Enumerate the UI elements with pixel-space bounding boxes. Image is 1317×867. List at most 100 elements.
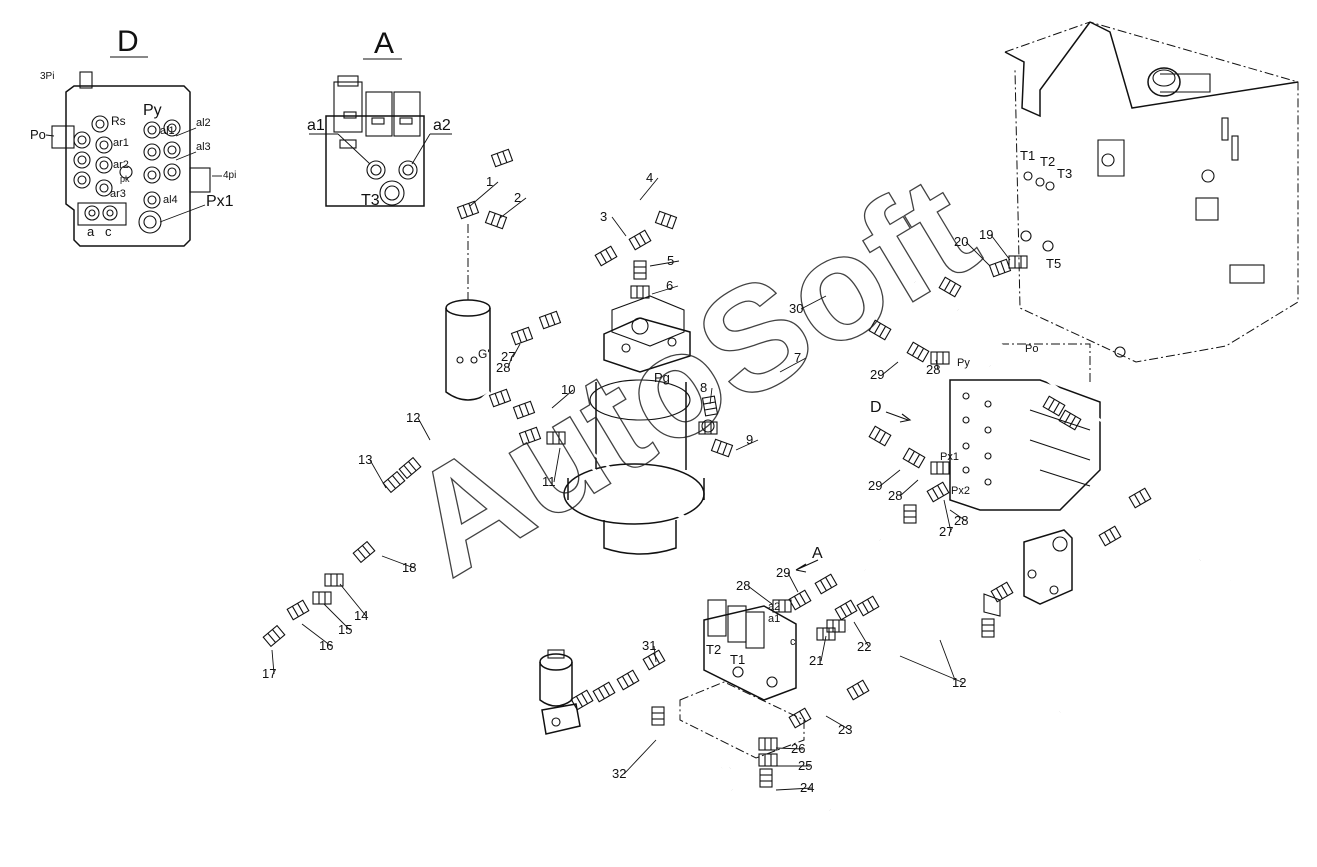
hex-fitting — [594, 245, 618, 267]
pipe-bore — [828, 579, 1232, 836]
callout: 28 — [888, 479, 919, 503]
hex-fitting — [926, 481, 950, 503]
rotary-port-g: G' — [478, 347, 490, 361]
callout-number: 28 — [496, 360, 510, 375]
callout: 28 — [736, 578, 773, 605]
pipe-bore — [643, 199, 917, 283]
pipes — [359, 104, 1232, 836]
callout: 32 — [612, 739, 657, 781]
port-label-ar2: ar2 — [113, 159, 129, 171]
hex-fitting — [512, 400, 536, 420]
callout: 23 — [825, 715, 852, 737]
callout: 11 — [542, 447, 561, 489]
callouts: 1234567891011121314151617181920212223242… — [262, 170, 1011, 795]
callout-number: 7 — [794, 350, 801, 365]
hex-fitting — [546, 431, 566, 445]
detail-a-title: A — [374, 27, 394, 60]
callout-number: 17 — [262, 666, 276, 681]
manifold-port-a1: a1 — [768, 613, 780, 625]
manifold-port-t2: T2 — [706, 642, 721, 657]
callout-number: 24 — [800, 780, 814, 795]
hex-fitting — [906, 341, 930, 363]
tank-port-t2: T2 — [1040, 154, 1055, 169]
hex-fitting — [510, 326, 534, 346]
callout-number: 1 — [486, 174, 493, 189]
callout-number: 29 — [868, 478, 882, 493]
detail-d: D 3Pi Po Rs Py ar1 ar2 ar3 — [30, 25, 236, 247]
valve-port-px2: Px2 — [951, 485, 970, 497]
callout: 27 — [939, 499, 953, 539]
hex-fitting — [484, 210, 508, 230]
callout-number: 8 — [700, 380, 707, 395]
port-label-al4: al4 — [163, 194, 178, 206]
callout-number: 3 — [600, 209, 607, 224]
hex-fitting — [834, 599, 858, 621]
hex-fitting — [758, 737, 778, 751]
pipe-bore — [359, 436, 533, 554]
manifold-port-c: c — [790, 636, 796, 648]
hex-fitting — [630, 285, 650, 299]
callout: 28 — [926, 359, 940, 377]
hex-fitting — [902, 447, 926, 469]
callout-number: 13 — [358, 452, 372, 467]
hex-fitting — [1098, 525, 1122, 547]
callout: 20 — [954, 234, 991, 267]
hex-fitting — [868, 319, 892, 341]
callout: 2 — [499, 190, 527, 219]
pipe-bore — [495, 218, 633, 261]
manifold-view-a: A — [812, 545, 823, 562]
hex-fitting — [654, 210, 678, 230]
port-label-a: a — [87, 224, 95, 239]
callout: 19 — [979, 227, 1011, 261]
callout-number: 22 — [857, 639, 871, 654]
port-label-po: Po — [30, 127, 46, 142]
callout: 25 — [776, 758, 812, 773]
tank-port-t3: T3 — [1057, 166, 1072, 181]
hex-fitting — [758, 753, 778, 767]
hex-fitting — [633, 260, 647, 280]
pipe-bore — [393, 391, 491, 483]
hex-fitting — [398, 456, 422, 480]
hex-fitting — [642, 649, 666, 671]
callout: 29 — [776, 565, 799, 593]
port-label-py: Py — [143, 102, 162, 119]
pipe-outline — [957, 309, 1212, 561]
callout-number: 30 — [789, 301, 803, 316]
callout-number: 29 — [870, 367, 884, 382]
hex-fitting — [286, 599, 310, 621]
hydraulic-tank: T1 T2 T3 T5 — [1004, 21, 1299, 363]
hex-fitting — [490, 148, 514, 168]
pipe-bore — [840, 428, 868, 680]
callout-number: 26 — [791, 741, 805, 756]
hex-fitting — [628, 229, 652, 251]
pipe-outline — [829, 579, 1231, 835]
hex-fitting — [382, 470, 406, 494]
hex-fitting — [930, 351, 950, 365]
hex-fitting — [759, 768, 773, 788]
hex-fitting — [826, 619, 846, 633]
port-label-ar3: ar3 — [110, 188, 126, 200]
hex-fitting — [488, 388, 512, 408]
detail-a-port-a1: a1 — [307, 117, 325, 134]
hex-fitting — [312, 591, 332, 605]
pipe-bore — [720, 758, 761, 792]
port-label-al2: al2 — [196, 117, 211, 129]
pipe-bore — [656, 710, 1061, 814]
callout: 28 — [949, 509, 968, 528]
solenoid-manifold: T2 T1 c a2 a1 A — [679, 545, 823, 759]
tank-port-t5: T5 — [1046, 256, 1061, 271]
callout-number: 5 — [667, 253, 674, 268]
hex-fitting — [570, 689, 594, 711]
valve-port-py: Py — [957, 357, 970, 369]
motor-port-pg: Pg — [654, 370, 670, 385]
port-label-px1: Px1 — [206, 193, 234, 210]
hex-fitting — [616, 669, 640, 691]
hex-fitting — [903, 504, 917, 524]
hex-fitting — [1058, 409, 1082, 431]
callout-number: 15 — [338, 622, 352, 637]
hex-fitting — [651, 706, 665, 726]
pipe-bore — [828, 352, 881, 542]
callout-number: 12 — [406, 410, 420, 425]
callout: 21 — [809, 635, 827, 668]
hex-fitting — [938, 276, 962, 298]
